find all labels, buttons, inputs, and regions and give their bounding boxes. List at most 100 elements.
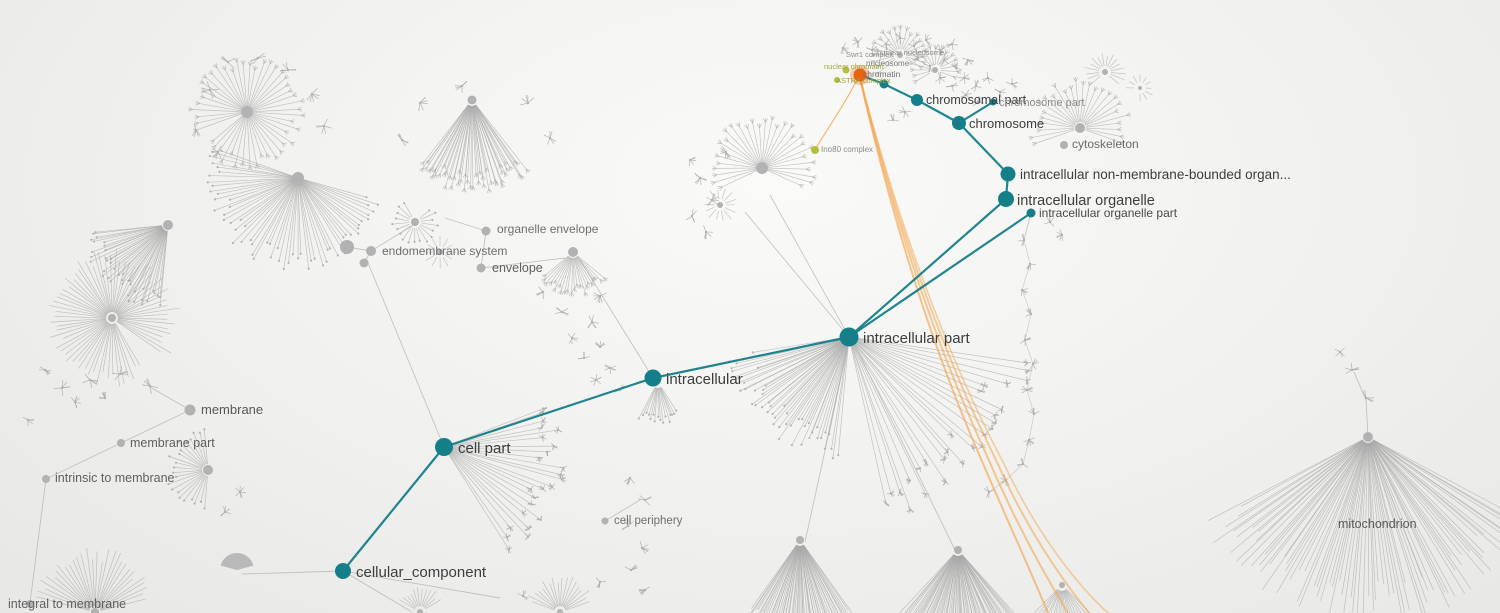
term-label[interactable]: intrinsic to membrane	[55, 471, 175, 485]
ray-tip-dot	[668, 420, 671, 423]
node-label-intracellular_part[interactable]: intracellular part	[863, 330, 971, 347]
ray-tip-cross	[579, 284, 584, 288]
term-label[interactable]: cell periphery	[614, 515, 683, 527]
cluster-ray	[961, 554, 1000, 613]
node-intracellular[interactable]	[644, 369, 662, 387]
cluster-ray	[642, 387, 656, 416]
node-intracellular_organelle[interactable]	[998, 191, 1014, 207]
ray-tip-cross	[441, 172, 446, 176]
node-label-chromosome[interactable]: chromosome	[969, 116, 1044, 131]
cluster-ray	[720, 210, 724, 221]
node-label-non_membrane_organelle[interactable]: intracellular non-membrane-bounded organ…	[1020, 167, 1291, 182]
cluster-ray	[577, 255, 604, 278]
cluster-ray	[219, 171, 293, 178]
term-label[interactable]: Ino80 complex	[821, 145, 873, 154]
node-chromosome_part_node[interactable]	[989, 98, 997, 106]
cluster-ray	[227, 57, 236, 63]
cluster-ray	[50, 318, 107, 323]
node-intracellular_organelle_part[interactable]	[1026, 208, 1036, 218]
ray-tip-dot	[209, 190, 212, 193]
term-label[interactable]: nucleosome	[866, 59, 910, 68]
cluster-dot	[541, 419, 545, 423]
ray-tip-cross	[242, 60, 246, 65]
cluster-ray	[762, 545, 798, 613]
ray-tip-dot	[730, 367, 733, 370]
cluster-ray	[1286, 441, 1366, 565]
node-chromatin_selected[interactable]	[853, 68, 867, 82]
term-dot[interactable]	[340, 240, 354, 254]
ray-tip-cross	[490, 180, 495, 185]
node-non_membrane_organelle[interactable]	[1000, 166, 1016, 182]
cluster-ray	[890, 34, 898, 50]
ray-tip-cross	[720, 152, 725, 154]
ray-tip-dot	[213, 198, 217, 201]
term-dot[interactable]	[42, 475, 50, 483]
ray-tip-cross	[1071, 85, 1074, 90]
node-intracellular_part[interactable]	[839, 327, 859, 347]
ray-tip-dot	[731, 370, 734, 373]
term-label[interactable]: cytoskeleton	[1072, 137, 1139, 151]
term-label[interactable]: nuclear nucleosome	[877, 48, 944, 57]
term-label[interactable]: nuclear chromatin	[824, 62, 884, 71]
graph-edge	[241, 570, 344, 575]
cluster-ray	[282, 63, 289, 71]
term-dot[interactable]	[366, 246, 376, 256]
term-label[interactable]: mitochondrion	[1338, 517, 1417, 531]
cluster-ray	[247, 117, 258, 165]
term-dot[interactable]	[184, 404, 196, 416]
term-label[interactable]: chromosome part	[999, 97, 1085, 109]
term-label[interactable]: ASTRA complex	[836, 76, 891, 85]
node-label-chromosomal_part[interactable]: chromosomal part	[926, 93, 1027, 107]
term-dot[interactable]	[26, 600, 34, 608]
cluster-ray	[1285, 441, 1366, 572]
cluster-ray	[929, 48, 935, 65]
term-label[interactable]: envelope	[492, 261, 543, 275]
node-chromosomal_part[interactable]	[911, 94, 923, 106]
term-dot-green[interactable]	[842, 66, 850, 74]
term-label[interactable]: endomembrane system	[382, 244, 507, 258]
term-label[interactable]: chromatin	[863, 69, 901, 79]
term-label[interactable]: Swr1 complex	[846, 50, 893, 59]
cluster-ray	[909, 554, 955, 613]
node-chromosome[interactable]	[952, 116, 966, 130]
node-label-intracellular_organelle[interactable]: intracellular organelle	[1017, 193, 1155, 209]
term-label[interactable]: integral to membrane	[8, 597, 126, 611]
cluster-ray	[932, 555, 957, 613]
ray-tip-cross	[771, 116, 776, 121]
node-chromatin_hub[interactable]	[879, 79, 889, 89]
term-dot[interactable]	[476, 263, 486, 273]
cluster-ray	[1260, 441, 1365, 573]
term-dot[interactable]	[601, 517, 609, 525]
ray-tip-cross	[875, 71, 880, 74]
term-label[interactable]: membrane	[201, 402, 263, 417]
cluster-ray	[225, 69, 245, 107]
node-label-intracellular[interactable]: intracellular	[666, 371, 743, 388]
term-dot-green[interactable]	[811, 146, 819, 154]
node-cellular_component[interactable]	[335, 563, 351, 579]
term-label[interactable]: organelle envelope	[497, 222, 599, 236]
cluster-ray	[472, 105, 484, 184]
ray-tip-cross	[599, 279, 602, 284]
ray-tip-cross	[235, 164, 238, 169]
node-label-cellular_component[interactable]: cellular_component	[356, 564, 487, 581]
cluster-ray	[950, 555, 958, 613]
node-label-intracellular_organelle_part[interactable]: intracellular organelle part	[1039, 206, 1178, 220]
term-dot[interactable]	[1060, 141, 1068, 149]
ray-tip-dot	[231, 241, 235, 245]
term-label[interactable]: membrane part	[130, 436, 215, 450]
cluster-ray	[562, 581, 577, 607]
term-dot-green[interactable]	[834, 77, 840, 83]
cluster-dot	[962, 76, 966, 80]
cluster-dot	[626, 524, 630, 528]
term-dot[interactable]	[481, 226, 491, 236]
cluster-ray	[659, 387, 671, 422]
cluster-ray	[915, 554, 955, 613]
ray-tip-cross	[776, 123, 779, 129]
node-label-cell_part[interactable]: cell part	[458, 440, 511, 457]
term-dot[interactable]	[359, 258, 369, 268]
cluster-dot	[1025, 388, 1029, 392]
ray-tip-cross	[282, 142, 287, 145]
node-cell_part[interactable]	[435, 438, 453, 456]
term-dot[interactable]	[117, 439, 125, 447]
